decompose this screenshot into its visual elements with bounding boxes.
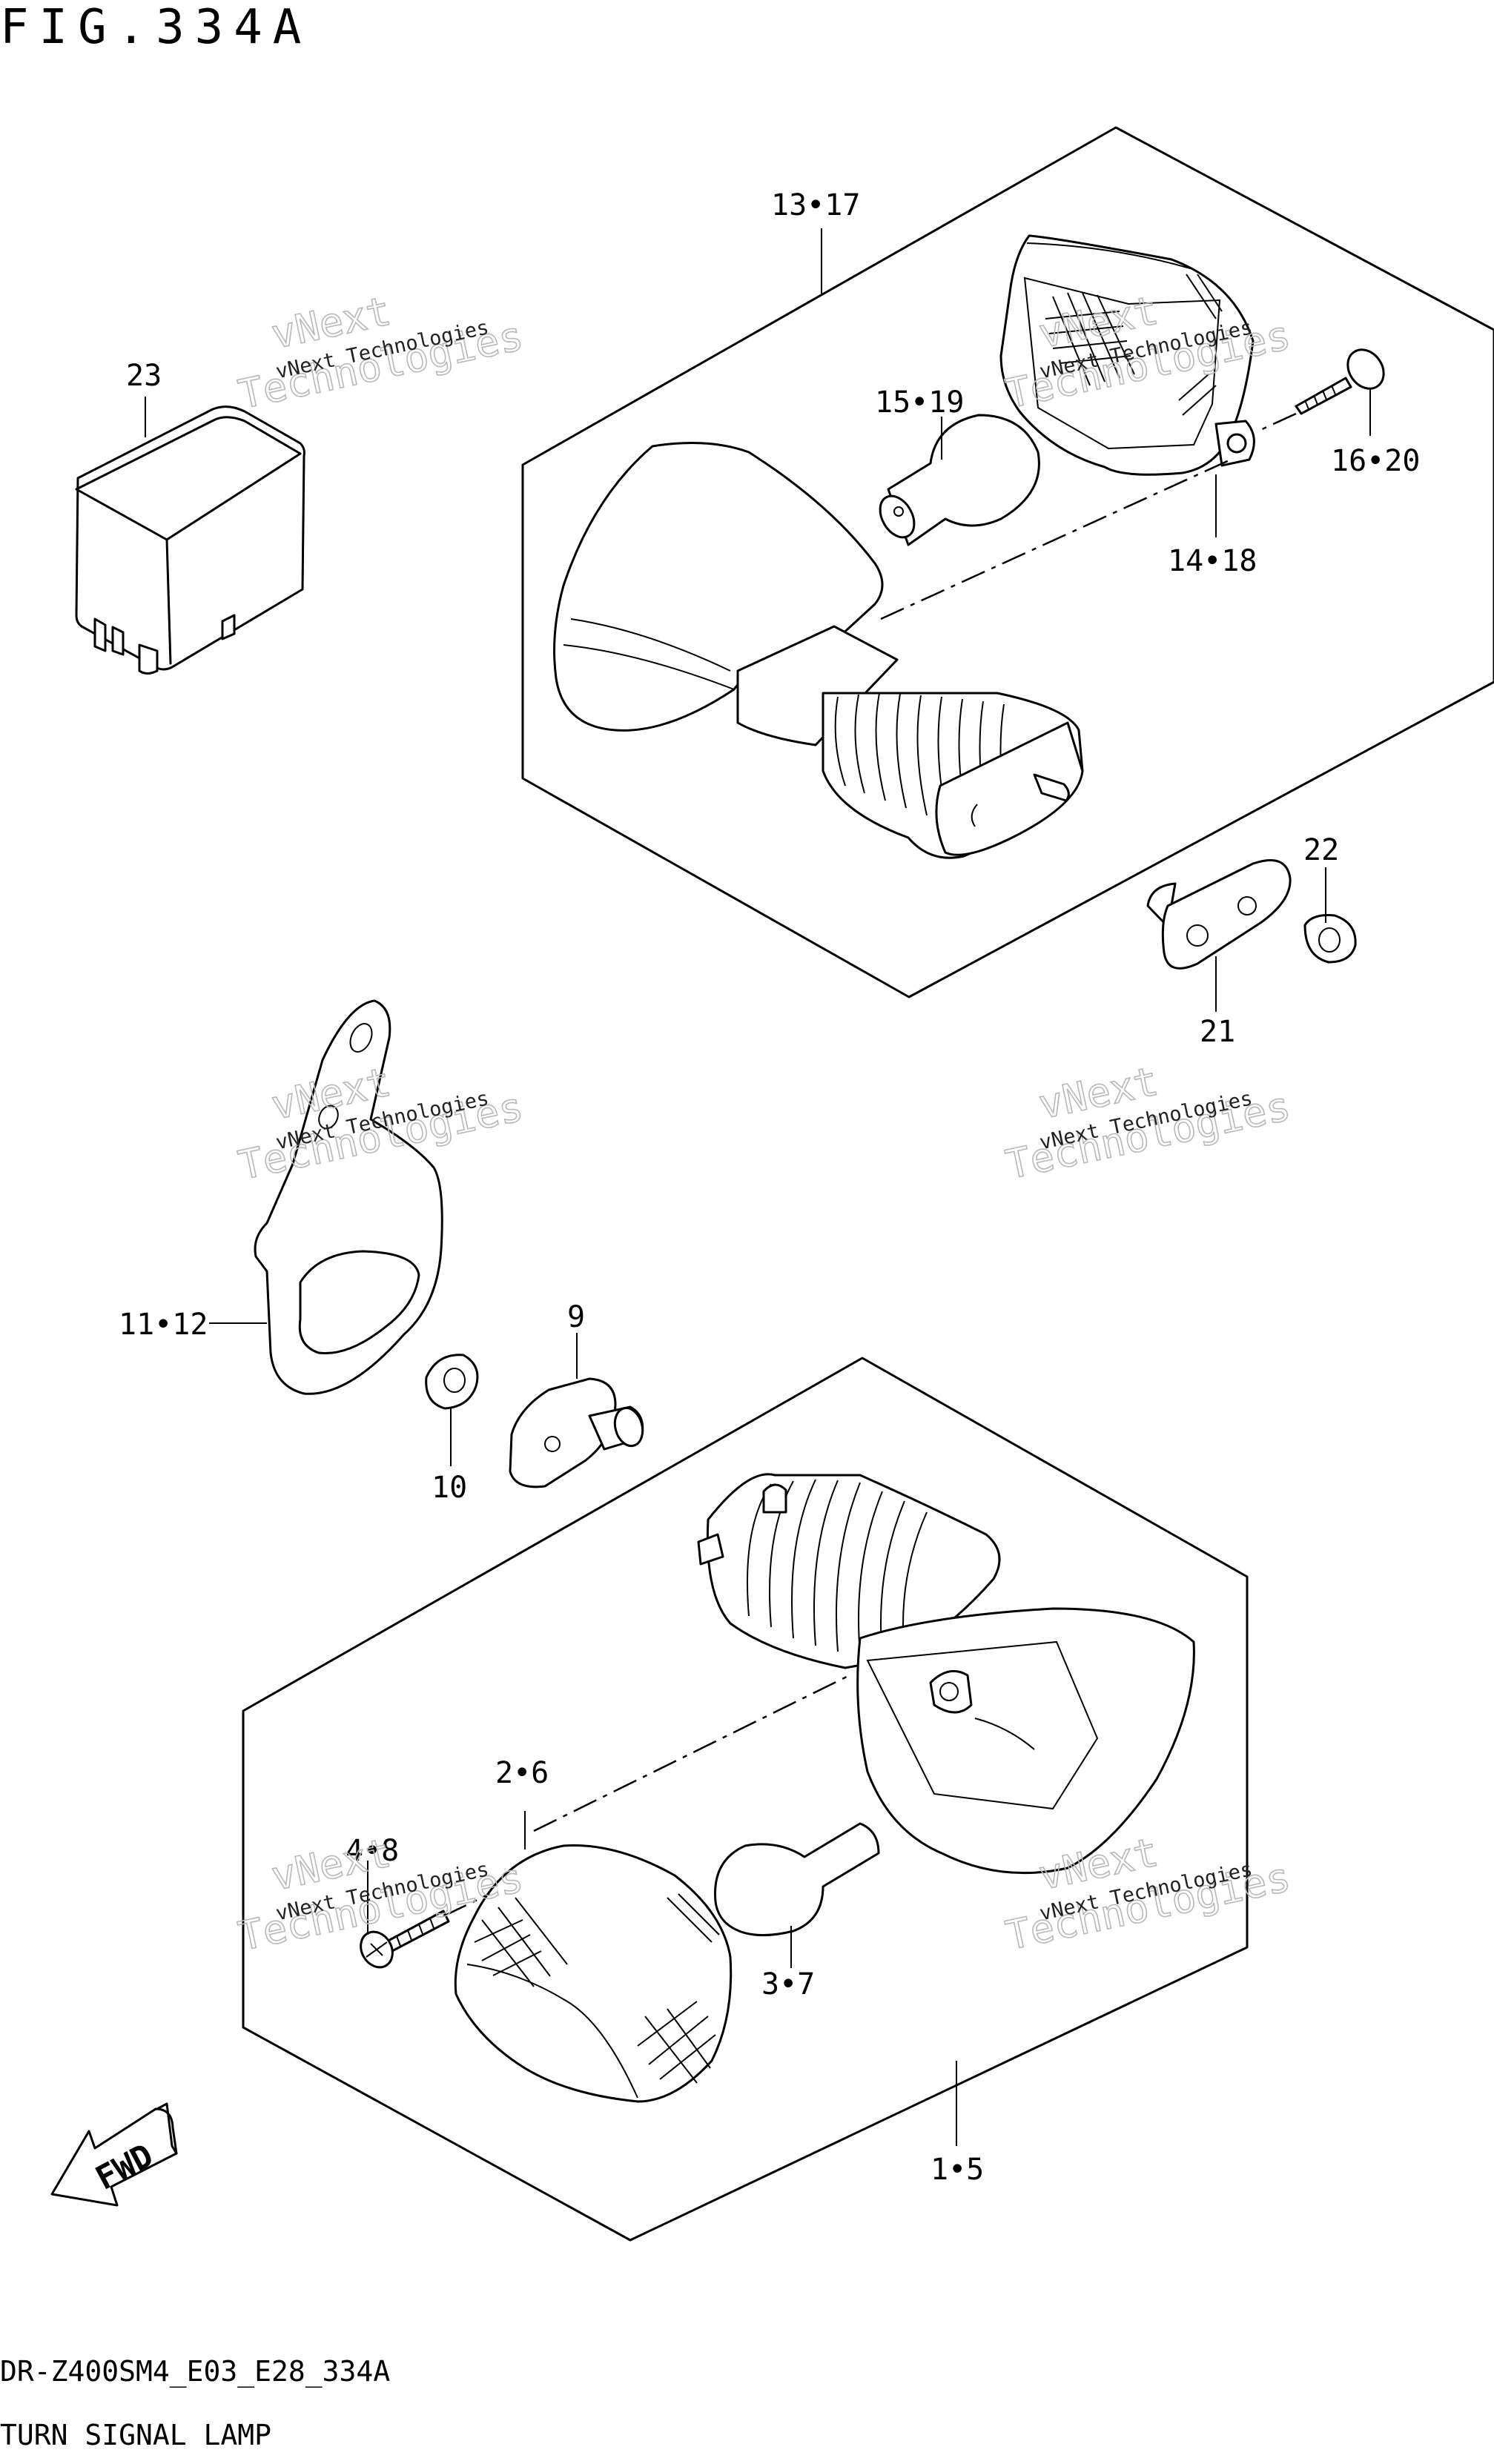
rear-bulb — [879, 414, 1040, 546]
front-screw-axis-line — [443, 1892, 490, 1918]
callout-2-6: 2•6 — [495, 1756, 549, 1790]
callout-22: 22 — [1303, 833, 1339, 867]
front-bulb — [714, 1822, 880, 1937]
callout-4-8: 4•8 — [346, 1834, 399, 1868]
callout-15-19: 15•19 — [875, 385, 964, 420]
callout-1-5: 1•5 — [931, 2153, 984, 2187]
rear-lamp-housing — [553, 442, 1084, 859]
bracket-11-12 — [254, 999, 443, 1395]
callout-21: 21 — [1200, 1015, 1235, 1049]
figure-title: FIG.334A — [0, 0, 311, 55]
front-lamp-group-box — [242, 1357, 1249, 2242]
front-lens — [454, 1844, 733, 2103]
rear-screw-axis-line — [1260, 412, 1297, 431]
model-code: DR-Z400SM4_E03_E28_334A — [0, 2355, 390, 2388]
fwd-arrow-icon: FWD — [50, 2102, 178, 2207]
screw-16-20 — [1295, 348, 1385, 415]
callout-23: 23 — [126, 359, 162, 393]
rear-lens — [999, 234, 1255, 476]
front-alignment-line — [533, 1672, 853, 1832]
collar-10 — [425, 1354, 479, 1410]
rear-lamp-group-box — [521, 126, 1494, 998]
relay-23 — [75, 405, 305, 675]
callout-13-17: 13•17 — [771, 188, 860, 222]
rear-alignment-line — [880, 458, 1232, 620]
callout-14-18: 14•18 — [1168, 544, 1257, 578]
callout-9: 9 — [567, 1300, 585, 1334]
section-title: TURN SIGNAL LAMP — [0, 2419, 271, 2451]
front-lamp-housing — [697, 1473, 1195, 1875]
callout-16-20: 16•20 — [1331, 444, 1420, 478]
plate-21 — [1146, 859, 1292, 970]
callout-10: 10 — [432, 1471, 467, 1505]
plate-9 — [509, 1377, 644, 1488]
leader-lines — [145, 228, 1371, 2146]
callout-3-7: 3•7 — [761, 1967, 815, 2001]
callout-11-12: 11•12 — [119, 1308, 208, 1342]
watermark-4: vNext Technologies vNext Technologies — [1001, 1057, 1295, 1189]
nut-22 — [1303, 914, 1357, 964]
watermark-1: vNext Technologies vNext Technologies — [234, 287, 528, 419]
